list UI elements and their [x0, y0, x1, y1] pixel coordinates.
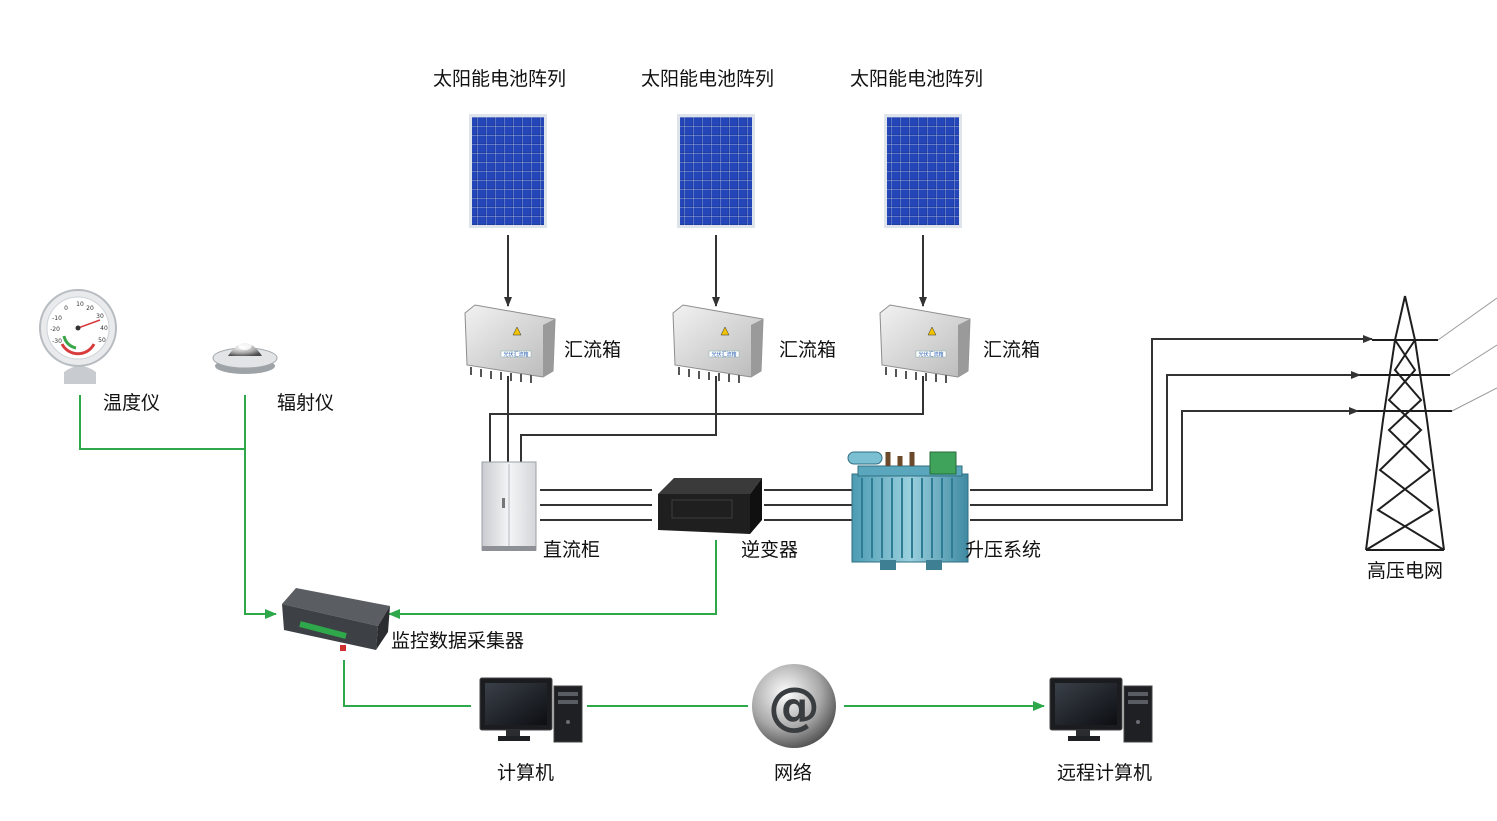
line-combiner3-to-dc	[489, 376, 924, 462]
collector-label: 监控数据采集器	[391, 630, 525, 652]
inverter-illustration	[658, 478, 762, 534]
dial-number: 50	[98, 337, 106, 344]
combiner-plate-text: 光伏汇流箱	[503, 351, 528, 358]
combiner-box-2: 光伏汇流箱	[672, 304, 764, 383]
combiner-plate-text: 光伏汇流箱	[711, 351, 736, 358]
solar-panel-1	[469, 114, 547, 228]
dc-cabinet-illustration	[481, 461, 537, 551]
remote-computer-label: 远程计算机	[1057, 762, 1153, 784]
dial-number: 10	[76, 301, 84, 308]
solar-panel-3	[884, 114, 962, 228]
transformer-label: 升压系统	[965, 539, 1042, 561]
power-lines	[489, 235, 1373, 521]
combiner-box-label-2: 汇流箱	[779, 339, 837, 361]
network-label: 网络	[774, 762, 813, 784]
remote-computer-icon	[1049, 677, 1153, 743]
dial-number: 30	[96, 313, 104, 320]
transmission-tower-icon	[1358, 295, 1497, 551]
dial-number: -20	[50, 326, 60, 333]
radiometer-label: 辐射仪	[277, 392, 335, 414]
dc-cabinet-label: 直流柜	[543, 539, 601, 561]
thermometer-icon: 10 20 30 40 50 0 -10 -20 -30	[39, 289, 117, 384]
network-symbol: @	[768, 677, 820, 737]
dial-number: 0	[64, 305, 68, 312]
solar-array-label-1: 太阳能电池阵列	[433, 68, 567, 90]
grid-label: 高压电网	[1367, 560, 1444, 582]
computer-label: 计算机	[497, 762, 555, 784]
monitor-lines	[79, 395, 1045, 711]
computer-icon	[479, 677, 583, 743]
dial-number: -30	[52, 338, 62, 345]
data-collector-illustration	[282, 588, 390, 651]
combiner-box-1: 光伏汇流箱	[464, 304, 556, 383]
combiner-box-3: 光伏汇流箱	[879, 304, 971, 383]
transformer-illustration	[847, 451, 969, 570]
radiometer-icon	[212, 340, 278, 374]
dial-number: 20	[86, 305, 94, 312]
solar-panel-2	[677, 114, 755, 228]
line-combiner2-to-dc	[520, 376, 717, 462]
thermometer-label: 温度仪	[103, 392, 161, 414]
solar-array-label-3: 太阳能电池阵列	[850, 68, 984, 90]
solar-array-label-2: 太阳能电池阵列	[641, 68, 775, 90]
inverter-label: 逆变器	[741, 539, 799, 561]
dial-number: 40	[100, 325, 108, 332]
dial-number: -10	[52, 315, 62, 322]
combiner-plate-text: 光伏汇流箱	[918, 351, 943, 358]
combiner-box-label-1: 汇流箱	[564, 339, 622, 361]
network-at-icon: @	[752, 664, 836, 748]
combiner-box-label-3: 汇流箱	[983, 339, 1041, 361]
